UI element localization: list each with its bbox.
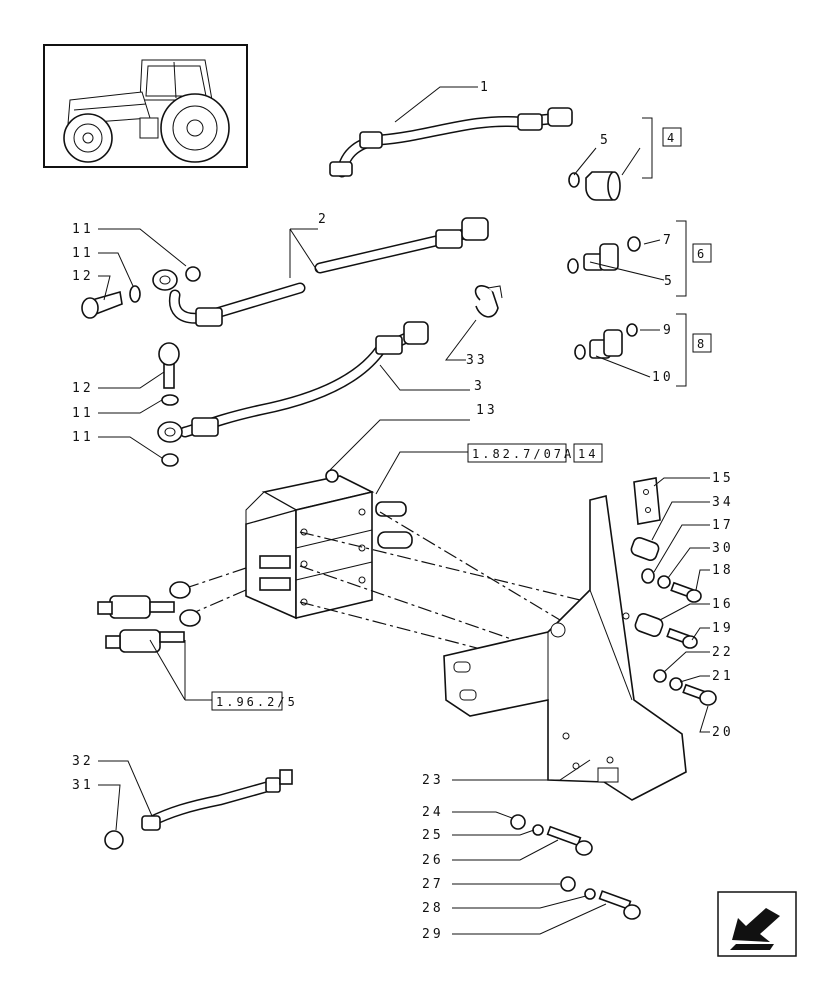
adapter-fitting-8[interactable] xyxy=(574,323,638,360)
quick-couplers[interactable] xyxy=(97,581,201,653)
callout-2: 2 xyxy=(318,212,329,227)
callout-34: 34 xyxy=(712,495,734,510)
pipe-3[interactable] xyxy=(157,321,429,467)
callout-12-b: 12 xyxy=(72,381,94,396)
callout-10: 10 xyxy=(652,370,674,385)
lower-hardware[interactable] xyxy=(510,814,641,920)
mounting-bracket[interactable] xyxy=(443,495,687,801)
callout-19: 19 xyxy=(712,621,734,636)
callout-31: 31 xyxy=(72,778,94,793)
callout-11-a: 11 xyxy=(72,222,94,237)
elbow-fitting[interactable] xyxy=(568,171,621,201)
pipe-1[interactable] xyxy=(329,107,573,178)
callout-29: 29 xyxy=(422,927,444,942)
callout-5-top: 5 xyxy=(600,133,611,148)
callout-21: 21 xyxy=(712,669,734,684)
callout-12-a: 12 xyxy=(72,269,94,284)
callout-11-d: 11 xyxy=(72,430,94,445)
callout-18: 18 xyxy=(712,563,734,578)
kit-label-8: 8 xyxy=(697,337,707,351)
callout-3: 3 xyxy=(474,379,485,394)
tractor-thumbnail[interactable] xyxy=(43,44,248,168)
callout-5-mid: 5 xyxy=(664,274,675,289)
callout-22: 22 xyxy=(712,645,734,660)
ref-label-1-82-7: 1.82.7/07A xyxy=(472,447,574,461)
hose-32[interactable] xyxy=(104,769,293,850)
kit-box-6[interactable] xyxy=(692,243,712,263)
control-valve-block[interactable] xyxy=(245,469,413,620)
ref-box-1-82-7[interactable] xyxy=(467,443,567,463)
kit-label-6: 6 xyxy=(697,247,707,261)
callout-32: 32 xyxy=(72,754,94,769)
kit-label-4: 4 xyxy=(667,131,677,145)
callout-17: 17 xyxy=(712,518,734,533)
callout-27: 27 xyxy=(422,877,444,892)
ref-label-1-96-2: 1.96.2/5 xyxy=(216,695,298,709)
callout-25: 25 xyxy=(422,828,444,843)
callout-13: 13 xyxy=(476,403,498,418)
callout-9: 9 xyxy=(663,323,674,338)
callout-26: 26 xyxy=(422,853,444,868)
callout-15: 15 xyxy=(712,471,734,486)
kit-label-14: 14 xyxy=(578,447,598,461)
callout-11-c: 11 xyxy=(72,406,94,421)
adapter-fitting-6[interactable] xyxy=(567,236,641,274)
callout-28: 28 xyxy=(422,901,444,916)
kit-box-4[interactable] xyxy=(662,127,682,147)
pipe-2[interactable] xyxy=(81,217,489,327)
hose-clip[interactable] xyxy=(474,285,503,318)
kit-box-8[interactable] xyxy=(692,333,712,353)
callout-11-b: 11 xyxy=(72,246,94,261)
callout-16: 16 xyxy=(712,597,734,612)
arrow-back-icon[interactable] xyxy=(717,891,797,957)
callout-24: 24 xyxy=(422,805,444,820)
ref-box-1-96-2[interactable] xyxy=(211,691,283,711)
callout-7: 7 xyxy=(663,233,674,248)
callout-33: 33 xyxy=(466,353,488,368)
callout-20: 20 xyxy=(712,725,734,740)
callout-1: 1 xyxy=(480,80,491,95)
callout-23: 23 xyxy=(422,773,444,788)
kit-box-14[interactable] xyxy=(573,443,603,463)
bracket-hardware[interactable] xyxy=(630,477,717,706)
callout-30: 30 xyxy=(712,541,734,556)
